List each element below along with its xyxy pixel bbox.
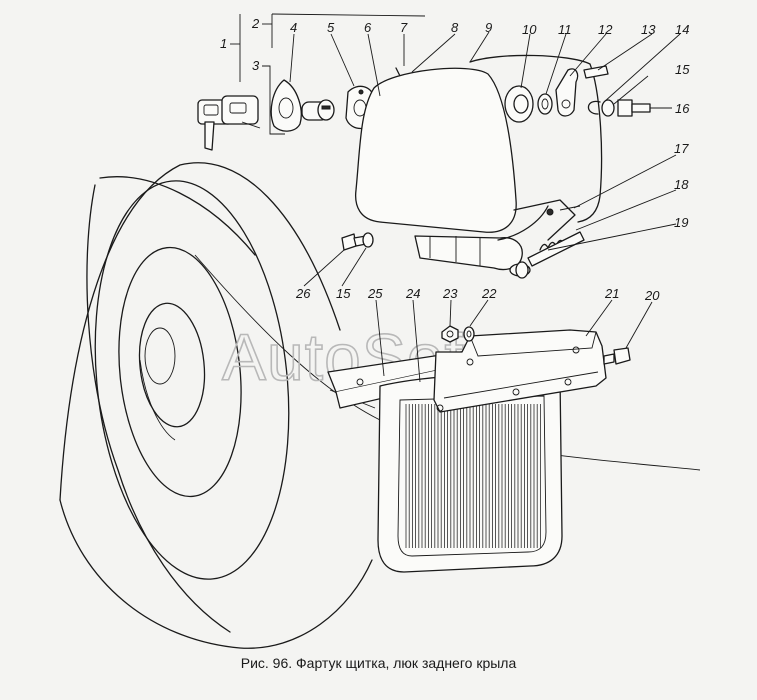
callout-26: 26: [295, 286, 311, 301]
callout-21: 21: [604, 286, 619, 301]
callout-9: 9: [485, 20, 492, 35]
callout-7: 7: [400, 20, 408, 35]
part-9-hatch-door: [354, 67, 517, 233]
callout-18: 18: [674, 177, 689, 192]
part-12-latch-plate: [555, 68, 579, 117]
rear-wheel: [59, 162, 373, 649]
callout-10: 10: [522, 22, 537, 37]
callout-22: 22: [481, 286, 497, 301]
part-14-spring-washer: [587, 100, 601, 115]
callout-6: 6: [364, 20, 372, 35]
callout-19: 19: [674, 215, 688, 230]
callout-15-lower: 15: [336, 286, 351, 301]
callout-2: 2: [251, 16, 260, 31]
callout-14: 14: [675, 22, 689, 37]
callout-1: 1: [220, 36, 227, 51]
callout-20: 20: [644, 288, 660, 303]
callout-15: 15: [675, 62, 690, 77]
callout-13: 13: [641, 22, 656, 37]
callout-23: 23: [442, 286, 458, 301]
callout-4: 4: [290, 20, 297, 35]
callout-24: 24: [405, 286, 420, 301]
part-26-screw: [341, 233, 367, 251]
part-10-grommet: [504, 85, 534, 123]
part-13-pin: [583, 65, 609, 79]
part-16-bolt: [617, 99, 651, 117]
callout-3: 3: [252, 58, 260, 73]
callout-17: 17: [674, 141, 689, 156]
callout-12: 12: [598, 22, 613, 37]
lock-cylinder: [301, 99, 335, 121]
callout-5: 5: [327, 20, 335, 35]
part-20-bolt: [603, 347, 631, 365]
part-22-washer: [463, 326, 475, 342]
part-15b-washer: [362, 232, 374, 248]
mudflap-ribs: [405, 404, 541, 548]
callout-25: 25: [367, 286, 383, 301]
leader-lines: [230, 13, 681, 383]
callout-16: 16: [675, 101, 690, 116]
part-11-washer: [537, 93, 553, 115]
callout-8: 8: [451, 20, 459, 35]
callout-numbers: 1 2 3 4 5 6 7 8 9 10 11 12 13 14 15 16 1…: [220, 16, 690, 303]
part-18-spring: [515, 231, 585, 279]
ignition-key: [197, 95, 261, 151]
part-15-washer: [601, 99, 615, 117]
figure-caption: Рис. 96. Фартук щитка, люк заднего крыла: [240, 655, 517, 671]
part-4-lock-cap: [270, 79, 302, 132]
callout-11: 11: [558, 22, 572, 37]
